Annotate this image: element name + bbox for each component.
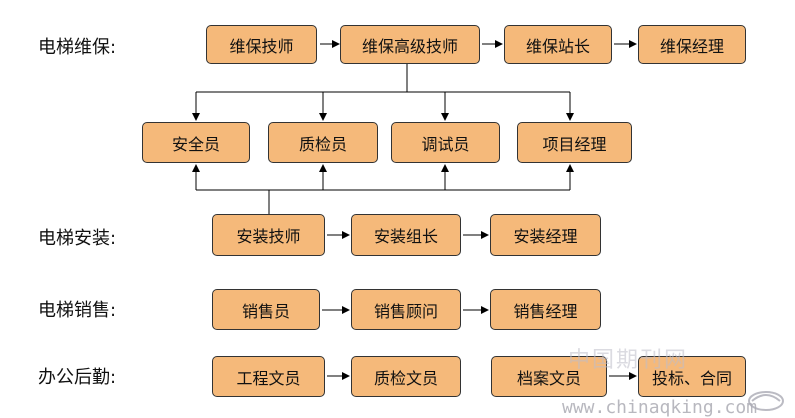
node-install-manager: 安装经理	[490, 214, 601, 256]
node-install-technician: 安装技师	[212, 214, 325, 256]
node-bidding-contracts: 投标、合同	[638, 356, 746, 397]
node-project-manager: 项目经理	[517, 122, 632, 163]
node-sales-consultant: 销售顾问	[351, 289, 461, 330]
row-label-office: 办公后勤:	[38, 367, 117, 388]
node-safety-officer: 安全员	[142, 122, 250, 163]
node-maint-technician: 维保技师	[206, 25, 317, 64]
row-label-installation: 电梯安装:	[38, 228, 117, 249]
node-quality-inspector: 质检员	[268, 122, 378, 163]
node-qc-clerk: 质检文员	[351, 356, 461, 397]
watermark-name: 中国期刊网	[568, 348, 689, 373]
node-engineering-clerk: 工程文员	[212, 356, 325, 397]
node-salesperson: 销售员	[212, 289, 320, 330]
node-install-team-leader: 安装组长	[351, 214, 461, 256]
node-maint-station-head: 维保站长	[504, 25, 612, 64]
node-maint-manager: 维保经理	[638, 25, 746, 64]
node-maint-senior-technician: 维保高级技师	[340, 25, 480, 64]
watermark-url: www.chinaqking.com	[562, 397, 758, 418]
node-archive-clerk: 档案文员	[491, 356, 607, 397]
node-sales-manager: 销售经理	[490, 289, 601, 330]
row-label-sales: 电梯销售:	[38, 300, 117, 321]
node-commissioning-engineer: 调试员	[391, 122, 500, 163]
watermark-logo-icon	[748, 391, 784, 411]
row-label-maintenance: 电梯维保:	[38, 37, 117, 58]
